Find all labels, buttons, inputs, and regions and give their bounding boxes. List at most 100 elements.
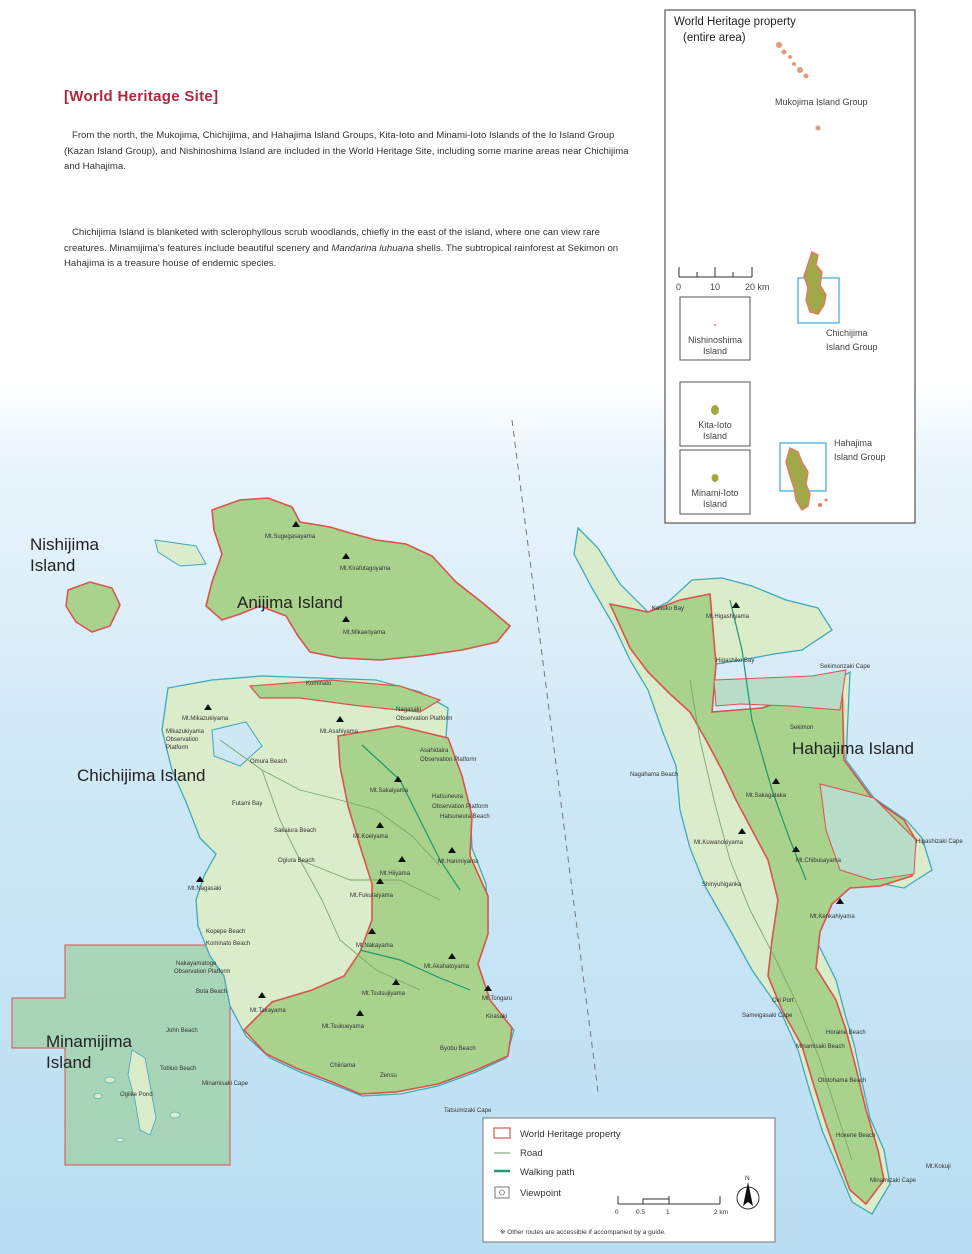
north-label: N xyxy=(745,1175,750,1182)
place-label: Mt.Asahiyama xyxy=(320,729,359,735)
place-label: Minamisaki Cape xyxy=(202,1081,249,1087)
place-label: Hatsuneura xyxy=(432,794,464,800)
north-arrow-icon xyxy=(736,1182,760,1210)
mountain-peaks xyxy=(196,521,844,1016)
place-label: Mt.Mikaeriyama xyxy=(343,630,386,636)
place-label: Mt.Mikazukiyama xyxy=(182,716,229,722)
place-label: Byobu Beach xyxy=(440,1046,476,1052)
place-label: Futami Bay xyxy=(232,801,262,807)
place-label: Kirasaki xyxy=(486,1014,507,1020)
inset-nishinoshima-line1: Nishinoshima xyxy=(688,335,742,345)
chichijima-north-strip xyxy=(248,679,442,713)
legend-scale-05: 0.5 xyxy=(636,1209,645,1216)
place-label: Oki Port xyxy=(772,998,794,1004)
inset-hahajima-line2: Island Group xyxy=(834,452,886,462)
place-label: Ogiike Pond xyxy=(120,1092,153,1098)
place-label: Shinyuhiganka xyxy=(702,882,742,888)
legend-heritage-label: World Heritage property xyxy=(520,1129,621,1140)
place-label: Mt.Kuwanokiyama xyxy=(694,840,744,846)
mukojima-group-shape xyxy=(776,42,821,131)
place-label: Ototohama Beach xyxy=(818,1078,866,1084)
place-label: Chiiriama xyxy=(330,1063,356,1069)
legend-scale-bar xyxy=(617,1196,721,1205)
place-label: Kominato Beach xyxy=(206,941,250,947)
place-label: Nagahama Beach xyxy=(630,772,678,778)
inset-scale-20: 20 km xyxy=(745,282,770,292)
place-label: Horaine Beach xyxy=(826,1030,866,1036)
place-label: Mt.Tongaru xyxy=(482,996,512,1002)
place-label: Mt.Tsutsujiyama xyxy=(362,991,406,997)
place-label: Minamizaki Cape xyxy=(870,1178,917,1184)
overview-inset: World Heritage property (entire area) Mu… xyxy=(664,9,916,524)
inset-nishinoshima-line2: Island xyxy=(703,346,727,356)
place-label: Mt.Sakagataka xyxy=(746,793,787,799)
place-label: Observation xyxy=(166,737,198,743)
place-label: Mt.Kirafutagoyama xyxy=(340,566,391,572)
place-label: Hatsuneura Beach xyxy=(440,814,490,820)
minami-ioto-box xyxy=(679,449,751,515)
legend-scale-0: 0 xyxy=(615,1209,619,1216)
place-label: Mt.Tsukueyama xyxy=(322,1024,365,1030)
futami-bay xyxy=(211,721,263,767)
sekimon-marine-area xyxy=(713,669,847,711)
place-label: Observation Platform xyxy=(432,804,488,810)
place-label: Tatsumizaki Cape xyxy=(444,1108,492,1114)
place-label: Mt.Kokuji xyxy=(926,1164,951,1170)
place-label: Sekimon xyxy=(790,725,813,731)
place-label: Sakaiura Beach xyxy=(274,828,316,834)
inset-chichijima-line2: Island Group xyxy=(826,342,878,352)
inset-kita-ioto-line1: Kita-Ioto xyxy=(698,420,732,430)
anijima-landmass xyxy=(205,497,512,661)
place-label: Platform xyxy=(166,745,188,751)
legend-scale-1: 1 xyxy=(666,1209,670,1216)
legend-note: ※ Other routes are accessible if accompa… xyxy=(500,1229,666,1236)
description-paragraph: Chichijima Island is blanketed with scle… xyxy=(64,225,644,272)
place-label: Mikazukiyama xyxy=(166,729,205,735)
minamijima-marine-area xyxy=(11,944,231,1166)
place-label: Mt.Sugegasayama xyxy=(265,534,316,540)
label-chichijima: Chichijima Island xyxy=(77,766,206,785)
place-label: Omura Beach xyxy=(250,759,287,765)
inset-kita-ioto-line2: Island xyxy=(703,431,727,441)
inset-title-line1: World Heritage property xyxy=(674,16,796,28)
place-label: Mt.Harimiyama xyxy=(438,859,479,865)
viewpoint-icon xyxy=(494,1186,510,1199)
place-label: Kominato xyxy=(306,681,332,687)
chichijima-roads xyxy=(219,739,441,991)
place-label: Tobiuo Beach xyxy=(160,1066,196,1072)
label-nishijima-line1: Nishijima xyxy=(30,535,100,554)
place-label: Mt.Koeiyama xyxy=(353,834,389,840)
nishijima-landmass xyxy=(65,581,121,633)
label-hahajima: Hahajima Island xyxy=(792,739,914,758)
para2-italic: Mandarina luhuana xyxy=(331,242,414,254)
place-label: Mt.Nagasaki xyxy=(188,886,221,892)
label-minamijima-line2: Island xyxy=(46,1053,91,1072)
place-label: Mt.Fukuraiyama xyxy=(350,893,394,899)
place-label: Nagasaki xyxy=(396,707,421,713)
inset-minami-ioto-line2: Island xyxy=(703,499,727,509)
chichijima-heritage-area xyxy=(242,725,513,1095)
place-label: Observation Platform xyxy=(396,716,452,722)
place-labels: Mt.Sugegasayama Mt.Kirafutagoyama Mt.Mik… xyxy=(120,534,963,1184)
inset-minami-ioto-line1: Minami-Ioto xyxy=(691,488,738,498)
section-heading: [World Heritage Site] xyxy=(64,88,219,105)
legend-walking-path-label: Walking path xyxy=(520,1167,575,1178)
place-label: Minamisaki Beach xyxy=(796,1044,845,1050)
nishinoshima-box xyxy=(679,296,751,361)
legend-viewpoint-label: Viewpoint xyxy=(520,1188,561,1199)
inset-mukojima-label: Mukojima Island Group xyxy=(775,97,868,107)
label-minamijima-line1: Minamijima xyxy=(46,1032,133,1051)
place-label: Nakayamatoge xyxy=(176,961,217,967)
intro-paragraph: From the north, the Mukojima, Chichijima… xyxy=(64,130,629,173)
place-label: Mt.Sakaiyama xyxy=(370,788,409,794)
place-label: Zensu xyxy=(380,1073,397,1079)
hahajima-roads xyxy=(689,679,853,1161)
place-label: Mt.Akahatoyama xyxy=(424,964,470,970)
islet-northwest xyxy=(154,539,207,567)
place-label: Asahidaira xyxy=(420,748,449,754)
label-nishijima-line2: Island xyxy=(30,556,75,575)
place-label: Higashizaki Cape xyxy=(916,839,963,845)
place-label: Mt.Takayama xyxy=(250,1008,286,1014)
